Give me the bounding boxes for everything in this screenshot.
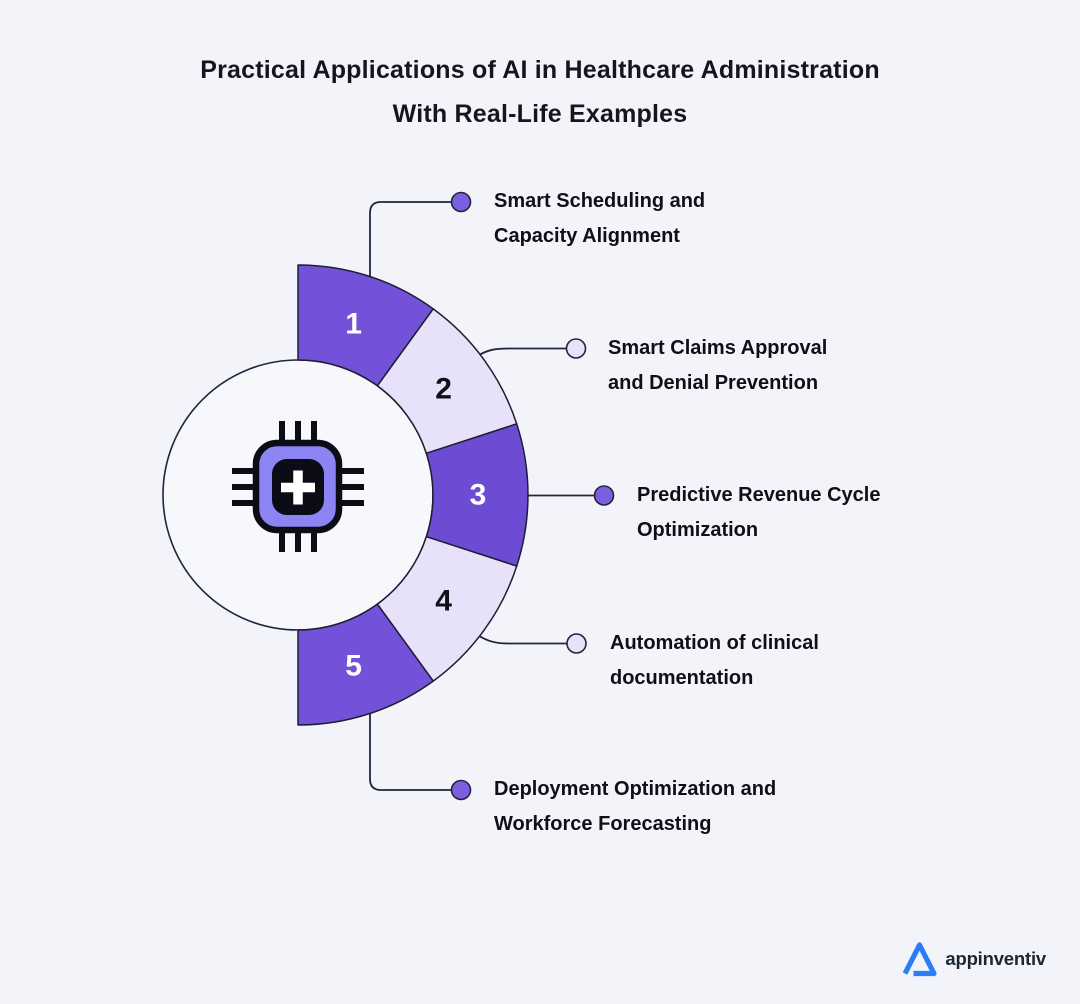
- item-label-4: Automation of clinical documentation: [610, 626, 819, 696]
- ai-chip-plus-icon: [232, 421, 364, 552]
- segment-1-number: 1: [345, 307, 362, 340]
- connector-line-1: [369, 201, 452, 277]
- chip-pins: [232, 421, 364, 552]
- title-line-2: With Real-Life Examples: [392, 100, 688, 128]
- segment-5-arc: [297, 603, 434, 726]
- item-3-line-2: Optimization: [637, 519, 759, 541]
- connector-line-2: [477, 347, 567, 357]
- item-4-line-1: Automation of clinical: [610, 632, 819, 654]
- item-1-line-1: Smart Scheduling and: [494, 190, 706, 212]
- title-line-1: Practical Applications of AI in Healthca…: [200, 56, 880, 84]
- connector-dot-1: [450, 191, 472, 213]
- connector-dot-5: [450, 779, 472, 801]
- logo-wordmark: appinventiv: [945, 948, 1046, 969]
- plus-icon: [281, 470, 315, 505]
- segment-4-number: 4: [435, 584, 452, 617]
- item-label-3: Predictive Revenue Cycle Optimization: [637, 478, 880, 548]
- segment-3-number: 3: [470, 479, 487, 512]
- connector-line-5: [369, 713, 452, 791]
- triangle-a-icon: [903, 942, 937, 977]
- item-4-line-2: documentation: [610, 667, 754, 689]
- item-2-line-1: Smart Claims Approval: [608, 337, 828, 359]
- item-label-5: Deployment Optimization and Workforce Fo…: [494, 772, 776, 842]
- connector-dot-4: [566, 633, 587, 654]
- segment-5-number: 5: [345, 650, 362, 683]
- connector-line-4: [477, 634, 567, 645]
- item-label-1: Smart Scheduling and Capacity Alignment: [494, 184, 705, 254]
- item-3-line-1: Predictive Revenue Cycle: [637, 484, 881, 506]
- connector-dot-2: [565, 338, 587, 359]
- brand-logo: appinventiv: [901, 940, 1046, 978]
- item-5-line-2: Workforce Forecasting: [494, 813, 712, 835]
- item-2-line-2: and Denial Prevention: [608, 372, 819, 394]
- connector-dot-3: [593, 485, 615, 506]
- item-5-line-1: Deployment Optimization and: [494, 778, 777, 800]
- item-1-line-2: Capacity Alignment: [494, 225, 680, 247]
- item-label-2: Smart Claims Approval and Denial Prevent…: [608, 331, 827, 401]
- page-title: Practical Applications of AI in Healthca…: [0, 48, 1080, 136]
- segment-2-number: 2: [435, 373, 452, 406]
